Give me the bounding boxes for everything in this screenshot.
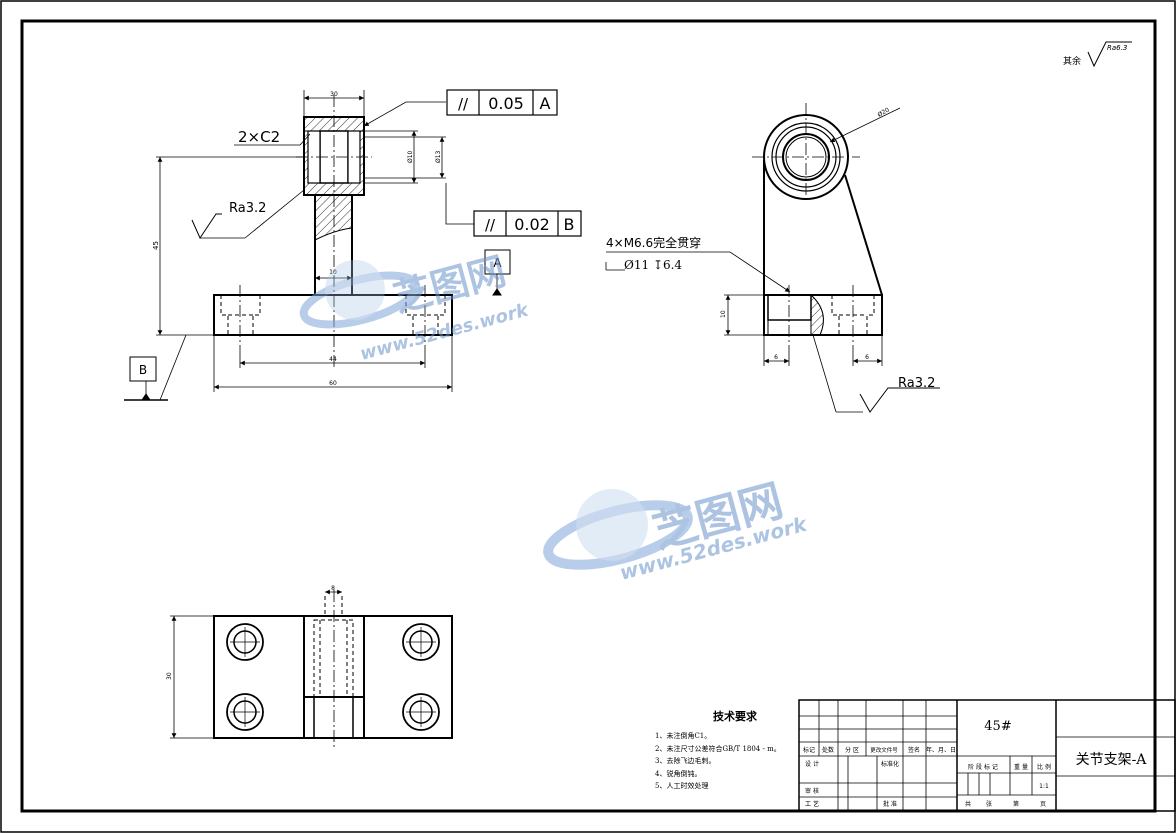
tb-weight: 重 量 [1014,763,1028,771]
svg-text:0.02: 0.02 [514,215,550,234]
tb-scale: 1:1 [1039,783,1049,790]
tb-header-mark: 标记 [803,746,815,754]
datum-a-box: A [484,249,511,275]
datum-b-box: B [129,356,157,382]
dim-side-base-height: 10 [720,310,727,318]
svg-text://: // [485,216,496,234]
tb-part-name: 关节支架-A [1076,752,1148,768]
tb-approve: 批 准 [883,800,897,808]
svg-text://: // [458,95,469,113]
svg-text:A: A [540,94,551,113]
tb-review: 审 核 [805,787,819,795]
tb-sheet-page: 页 [1040,801,1046,808]
general-roughness-note: 其余 Ra6.3 [1063,41,1132,68]
tb-sheets-total: 共 [965,800,971,808]
tb-process: 工 艺 [805,800,819,808]
svg-text:B: B [139,363,147,377]
tolerance-frame-1: // 0.05 A [446,89,558,116]
tb-header-sign: 签名 [908,746,920,754]
hole-callout: 4×M6.6完全贯穿 [606,235,701,250]
tech-requirement-item: 2、未注尺寸公差符合GB/T 1804 - m。 [655,744,781,753]
dim-bore-large: Ø13 [435,150,442,163]
tb-sheets-unit: 张 [986,800,992,808]
svg-text:0.05: 0.05 [488,94,524,113]
tb-header-date: 年、月、日 [926,746,956,754]
tolerance-frame-2: // 0.02 B [473,210,582,237]
tech-requirement-item: 3、去除飞边毛刺。 [655,757,716,765]
top-holes [226,623,440,731]
side-view [605,103,940,413]
dim-base-width: 60 [329,380,337,387]
dim-side-circle: Ø20 [877,106,891,118]
tech-requirement-item: 5、人工时效处理 [655,782,709,790]
top-outline [213,615,453,739]
top-view [170,589,453,748]
tech-requirement-item: 1、未注倒角C1。 [655,732,712,740]
dim-hole-spacing: 44 [329,356,337,363]
tb-design: 设 计 [805,760,819,768]
front-base [213,294,453,336]
inner-frame [20,19,1157,813]
dim-side-left: 6 [774,354,778,361]
tb-material: 45# [984,719,1011,734]
tech-requirement-item: 4、锐角倒钝。 [655,769,702,778]
tb-sheet-no: 第 [1013,800,1019,808]
tb-standard: 标准化 [881,760,899,768]
side-roughness: Ra3.2 [898,376,935,391]
watermark-center: 芝图网 www.52des.work [543,475,811,585]
tech-requirements: 技术要求 1、未注倒角C1。 2、未注尺寸公差符合GB/T 1804 - m。 … [655,708,795,793]
chamfer-label: 2×C2 [238,128,280,146]
dim-height: 45 [152,241,160,250]
tb-header-count: 处数 [822,746,834,754]
tb-stage: 阶 段 标 记 [968,763,998,771]
roughness-prefix: 其余 [1063,55,1081,67]
title-block [798,699,1176,812]
front-roughness: Ra3.2 [229,201,266,216]
dim-side-right: 6 [865,354,869,361]
tech-requirements-title: 技术要求 [713,710,757,723]
roughness-value: Ra6.3 [1107,44,1127,52]
svg-text:A: A [493,256,502,270]
front-view [124,90,502,401]
dim-top-width: 30 [330,91,338,98]
dim-bore-small: Ø10 [407,150,414,163]
dim-top-slot: 8 [331,585,335,592]
tb-scale-label: 比 例 [1037,763,1051,771]
tb-header-zone: 分 区 [845,746,859,754]
dim-step: 10 [329,269,337,276]
tb-header-doc: 更改文件号 [870,746,898,754]
counterbore-callout: Ø11 ↧6.4 [624,258,682,272]
dim-top-depth: 30 [166,672,173,680]
svg-text:B: B [564,215,575,234]
